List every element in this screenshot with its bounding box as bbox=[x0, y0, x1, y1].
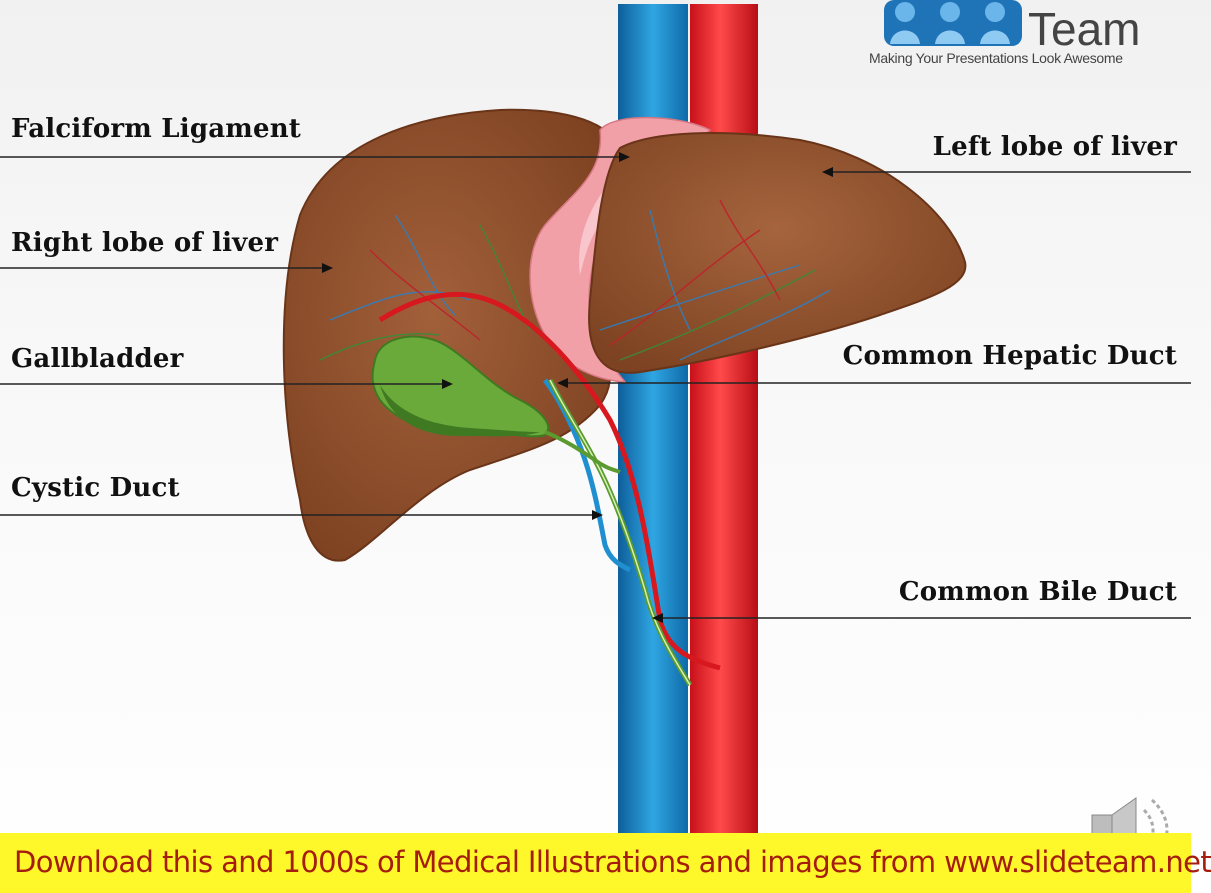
label-common-hepatic-duct: Common Hepatic Duct bbox=[842, 341, 1177, 371]
logo-wordmark: Team bbox=[1028, 3, 1141, 55]
cystic-duct bbox=[544, 430, 621, 474]
footer-banner bbox=[0, 833, 1191, 893]
hepatic-artery bbox=[378, 291, 721, 671]
label-gallbladder: Gallbladder bbox=[11, 344, 184, 374]
logo-tagline: Making Your Presentations Look Awesome bbox=[869, 50, 1123, 66]
footer-text[interactable]: Download this and 1000s of Medical Illus… bbox=[14, 845, 1211, 879]
gallbladder-shade bbox=[380, 385, 540, 437]
bile-duct-highlight bbox=[549, 379, 691, 686]
label-falciform-ligament: Falciform Ligament bbox=[11, 114, 302, 144]
label-common-bile-duct: Common Bile Duct bbox=[898, 577, 1177, 607]
label-cystic-duct: Cystic Duct bbox=[11, 473, 180, 503]
label-left-lobe: Left lobe of liver bbox=[932, 132, 1177, 162]
left-lobe-shape bbox=[588, 132, 967, 374]
arrowheads bbox=[322, 152, 833, 623]
label-right-lobe: Right lobe of liver bbox=[11, 228, 279, 258]
hepatic-vessel-network bbox=[319, 199, 831, 361]
leader-lines bbox=[0, 156, 1191, 619]
portal-vein bbox=[542, 378, 632, 573]
gallbladder-shape bbox=[371, 335, 550, 438]
logo-people-icon bbox=[884, 0, 1022, 46]
